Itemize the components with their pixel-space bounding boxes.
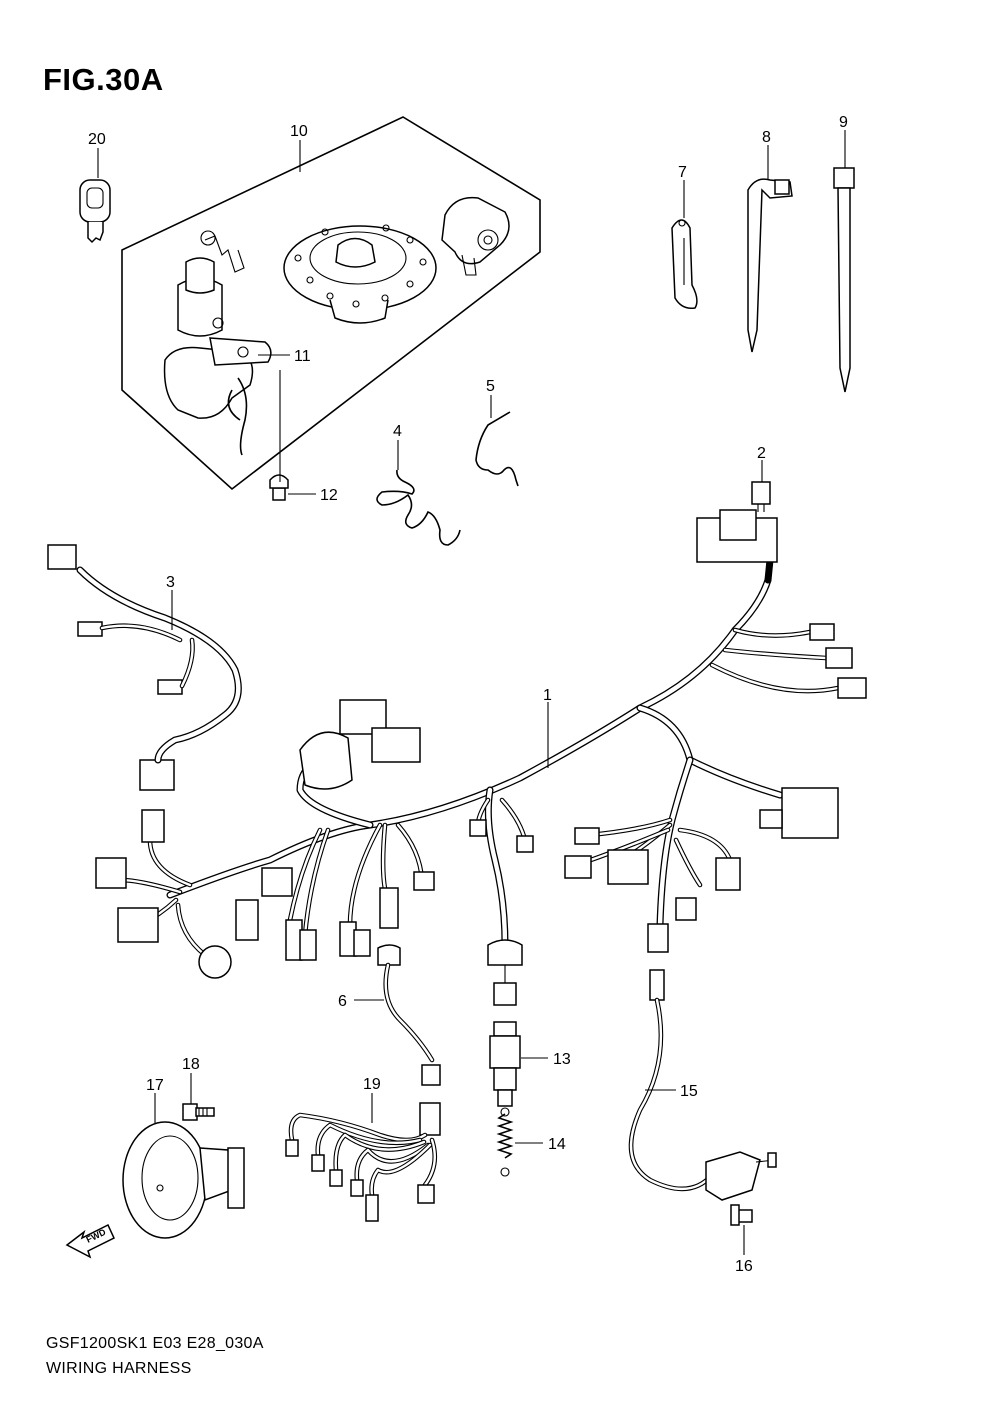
callout-1: 1 [543,687,552,704]
clamp-5 [475,411,519,487]
callout-8: 8 [762,129,771,146]
callout-4: 4 [393,423,402,440]
cable-tie-9 [833,167,855,393]
callout-14: 14 [548,1136,566,1153]
callout-20: 20 [88,131,106,148]
callout-19: 19 [363,1076,381,1093]
callout-11: 11 [294,348,311,365]
diagram-caption: WIRING HARNESS [46,1360,192,1377]
callout-12: 12 [320,487,338,504]
lock-set-kit-box [121,116,541,491]
relay-box [696,509,778,563]
lead-wire-19 [285,1102,441,1222]
callout-6: 6 [338,993,347,1010]
leader-lines [97,130,846,1255]
screw-12 [269,474,289,501]
callout-3: 3 [166,574,175,591]
sub-harness-3 [76,566,242,764]
callout-15: 15 [680,1083,698,1100]
harness-connectors [47,544,867,1006]
horn [122,1121,245,1239]
callout-5: 5 [486,378,495,395]
fuel-cap [283,224,437,324]
callout-labels: 1 2 3 4 5 6 7 8 9 10 11 12 13 14 15 16 1… [88,114,848,1275]
ignition-switch [163,230,272,456]
bolt-18 [182,1103,215,1121]
seat-lock [441,196,510,276]
forward-arrow-icon: FWD [65,1223,115,1259]
callout-16: 16 [735,1258,753,1275]
screw-16 [730,1204,753,1226]
spring-14 [496,1107,514,1177]
rear-brake-switch [489,1021,521,1107]
fuse-2 [751,481,771,512]
callout-17: 17 [146,1077,164,1094]
figure-title: FIG.30A [43,62,164,97]
callout-13: 13 [553,1051,571,1068]
lead-wire-6 [377,944,441,1086]
clamp-4 [376,469,461,546]
model-code: GSF1200SK1 E03 E28_030A [46,1335,264,1352]
sensor-lead-15 [628,969,777,1201]
cable-tie-8 [747,178,793,353]
callout-7: 7 [678,164,687,181]
main-wiring-harness [117,556,841,958]
clamp-7 [671,219,698,310]
callout-10: 10 [290,123,308,140]
callout-18: 18 [182,1056,200,1073]
callout-2: 2 [757,445,766,462]
key [79,179,111,244]
callout-9: 9 [839,114,848,131]
